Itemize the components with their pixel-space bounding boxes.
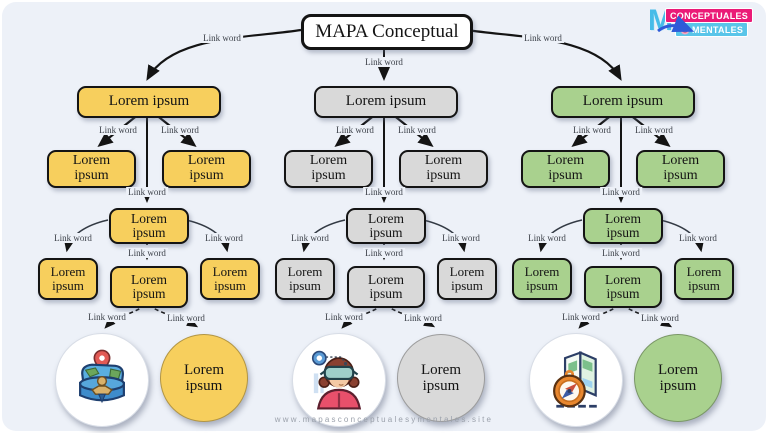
link-word-label: Link word <box>165 313 207 323</box>
link-word-label: Link word <box>526 233 568 243</box>
link-word-label: Link word <box>633 125 675 135</box>
node-child-left: Lorem ipsum <box>72 153 111 183</box>
node-sub-center: Lorem ipsum <box>368 271 404 301</box>
node-mid: Lorem ipsum <box>368 210 404 240</box>
node-child-left: Lorem ipsum <box>309 153 348 183</box>
website-url: www.mapasconceptualesymentales.site <box>274 415 494 424</box>
link-word-label: Link word <box>203 233 245 243</box>
vr-person-icon <box>292 333 386 427</box>
node-main: Lorem ipsum <box>551 86 695 118</box>
link-word-label: Link word <box>86 312 128 322</box>
link-word-label: Link word <box>323 312 365 322</box>
node-child-right: Lorem ipsum <box>661 153 700 183</box>
node-child-right: Lorem ipsum <box>424 153 463 183</box>
node-sub-left: Lorem ipsum <box>50 264 86 293</box>
link-word-label: Link word <box>600 248 642 258</box>
link-word-label: Link word <box>402 313 444 323</box>
node-mid: Lorem ipsum <box>605 210 641 240</box>
node-sub-left: Lorem ipsum <box>524 264 560 293</box>
node-leaf: Lorem ipsum <box>184 361 224 395</box>
node-sub-center: Lorem ipsum <box>131 271 167 301</box>
link-word-label: Link word <box>201 33 243 43</box>
link-word-label: Link word <box>677 233 719 243</box>
link-word-label: Link word <box>97 125 139 135</box>
site-logo: M CONCEPTUALES MENTALES <box>648 6 754 37</box>
map-title: MAPA Conceptual <box>301 14 473 50</box>
link-word-label: Link word <box>522 33 564 43</box>
node-sub-left: Lorem ipsum <box>287 264 323 293</box>
link-word-label: Link word <box>159 125 201 135</box>
branch-green: Lorem ipsum Lorem ipsum Lorem ipsum Lore… <box>501 80 741 433</box>
link-word-label: Link word <box>560 312 602 322</box>
link-word-label: Link word <box>600 187 642 197</box>
link-word-label: Link word <box>334 125 376 135</box>
link-word-label: Link word <box>396 125 438 135</box>
link-word-label: Link word <box>440 233 482 243</box>
link-word-label: Link word <box>363 57 405 67</box>
node-leaf: Lorem ipsum <box>421 361 461 395</box>
node-mid: Lorem ipsum <box>131 210 167 240</box>
branch-yellow: Lorem ipsum Lorem ipsum Lorem ipsum Lore… <box>27 80 267 433</box>
link-word-label: Link word <box>52 233 94 243</box>
link-word-label: Link word <box>571 125 613 135</box>
node-sub-center: Lorem ipsum <box>605 271 641 301</box>
branch-gray: Lorem ipsum Lorem ipsum Lorem ipsum Lore… <box>264 80 504 433</box>
link-word-label: Link word <box>639 313 681 323</box>
node-sub-right: Lorem ipsum <box>449 264 485 293</box>
node-child-right: Lorem ipsum <box>187 153 226 183</box>
node-sub-right: Lorem ipsum <box>686 264 722 293</box>
logo-arrow-icon <box>657 16 695 33</box>
node-main: Lorem ipsum <box>314 86 458 118</box>
node-sub-right: Lorem ipsum <box>212 264 248 293</box>
node-child-left: Lorem ipsum <box>546 153 585 183</box>
link-word-label: Link word <box>126 187 168 197</box>
node-leaf: Lorem ipsum <box>658 361 698 395</box>
link-word-label: Link word <box>289 233 331 243</box>
globe-map-pin-icon <box>55 333 149 427</box>
node-main: Lorem ipsum <box>77 86 221 118</box>
link-word-label: Link word <box>363 187 405 197</box>
compass-map-icon <box>529 333 623 427</box>
link-word-label: Link word <box>363 248 405 258</box>
link-word-label: Link word <box>126 248 168 258</box>
